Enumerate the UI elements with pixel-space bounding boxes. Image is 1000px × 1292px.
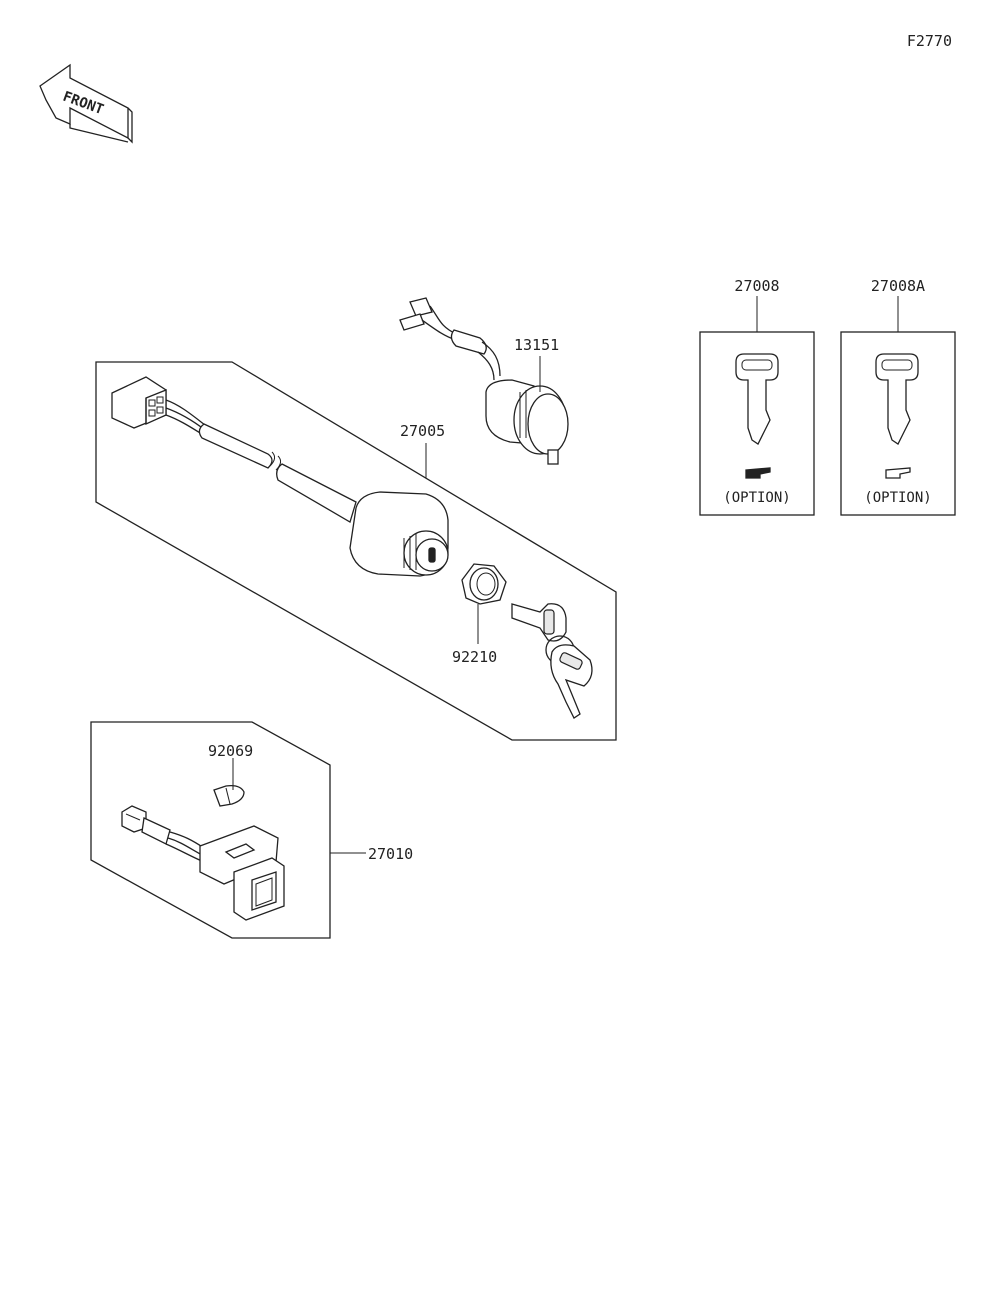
part-number-27010: 27010	[368, 845, 413, 863]
option-key-27008: 27008 (OPTION)	[699, 277, 815, 516]
switch-group-frame	[90, 721, 331, 939]
switch-27010	[121, 805, 285, 921]
part-number-92069: 92069	[208, 742, 253, 760]
option-note: (OPTION)	[723, 490, 790, 506]
keys-icon	[511, 603, 593, 719]
socket-13151	[399, 297, 569, 465]
figure-code: F2770	[907, 32, 952, 50]
option-key-27008A: 27008A (OPTION)	[840, 277, 956, 516]
bulb-92069	[213, 784, 245, 807]
part-number-27008A: 27008A	[871, 277, 925, 295]
part-number-92210: 92210	[452, 648, 497, 666]
part-number-27008: 27008	[734, 277, 779, 295]
option-note: (OPTION)	[864, 490, 931, 506]
ignition-switch-group-frame	[95, 361, 617, 741]
front-arrow-icon: FRONT	[39, 63, 133, 144]
part-number-13151: 13151	[514, 336, 559, 354]
ignition-switch-assembly	[111, 376, 593, 719]
part-number-27005: 27005	[400, 422, 445, 440]
nut-92210	[461, 563, 507, 605]
